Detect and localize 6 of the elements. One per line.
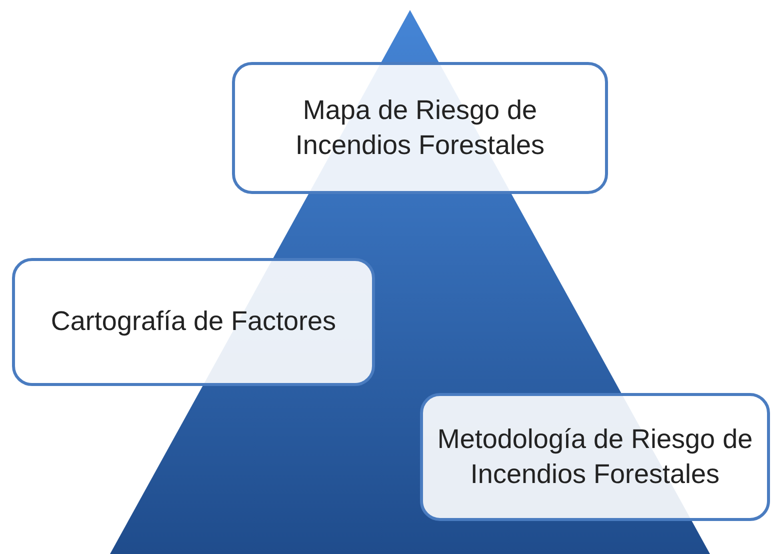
box-label: Mapa de Riesgo de Incendios Forestales [294,94,546,162]
text-box [420,393,770,521]
box-label: Metodología de Riesgo de Incendios Forestales [437,422,753,491]
box-label: Cartografía de Factores [50,305,336,338]
text-box [12,258,375,386]
text-box [232,62,608,194]
